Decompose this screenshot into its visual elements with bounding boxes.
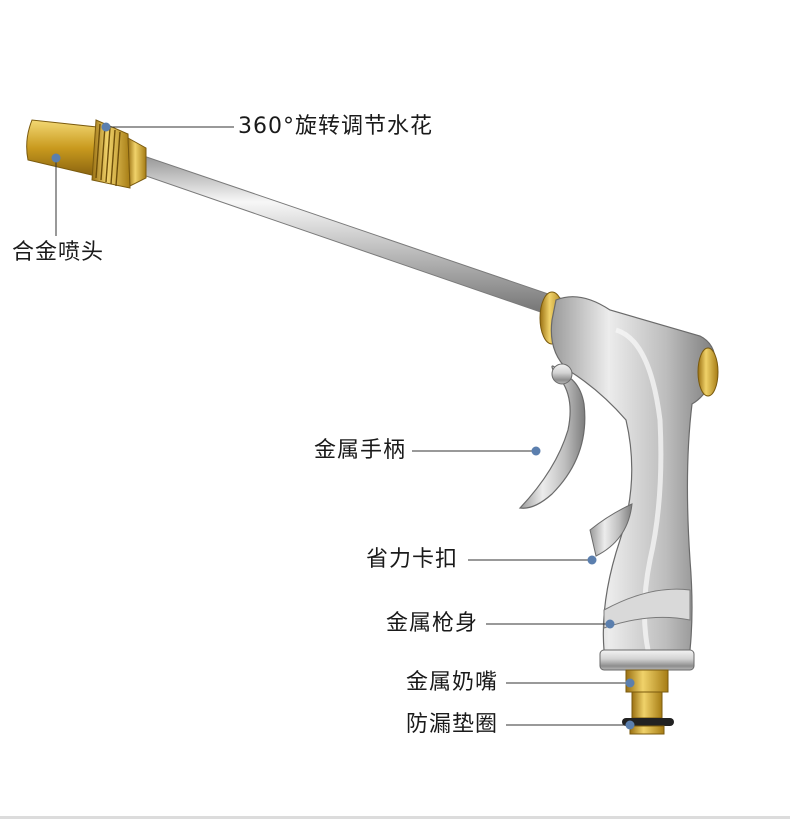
dot-metal-handle <box>531 446 541 456</box>
label-leak-proof-ring: 防漏垫圈 <box>406 712 499 737</box>
leader-lines <box>55 126 630 726</box>
metal-connector <box>625 669 669 719</box>
easy-clip <box>589 503 633 557</box>
label-metal-connector: 金属奶嘴 <box>406 670 499 695</box>
dot-leak-proof-ring <box>625 720 635 730</box>
callout-dots <box>51 122 635 730</box>
dot-nozzle-rotation <box>101 122 111 132</box>
label-metal-body: 金属枪身 <box>386 611 479 636</box>
label-nozzle-rotation: 360°旋转调节水花 <box>238 114 433 139</box>
label-alloy-nozzle: 合金喷头 <box>12 240 105 265</box>
rear-brass-cap <box>697 347 719 397</box>
label-metal-handle: 金属手柄 <box>314 438 407 463</box>
alloy-nozzle <box>26 119 147 189</box>
leak-proof-ring <box>622 718 674 735</box>
gun-body <box>550 296 716 671</box>
metal-handle-lever <box>518 363 586 509</box>
barrel <box>130 151 567 319</box>
label-easy-clip: 省力卡扣 <box>366 547 459 572</box>
dot-metal-body <box>605 619 615 629</box>
bottom-divider <box>0 816 790 819</box>
dot-metal-connector <box>625 678 635 688</box>
dot-easy-clip <box>587 555 597 565</box>
dot-alloy-nozzle <box>51 153 61 163</box>
